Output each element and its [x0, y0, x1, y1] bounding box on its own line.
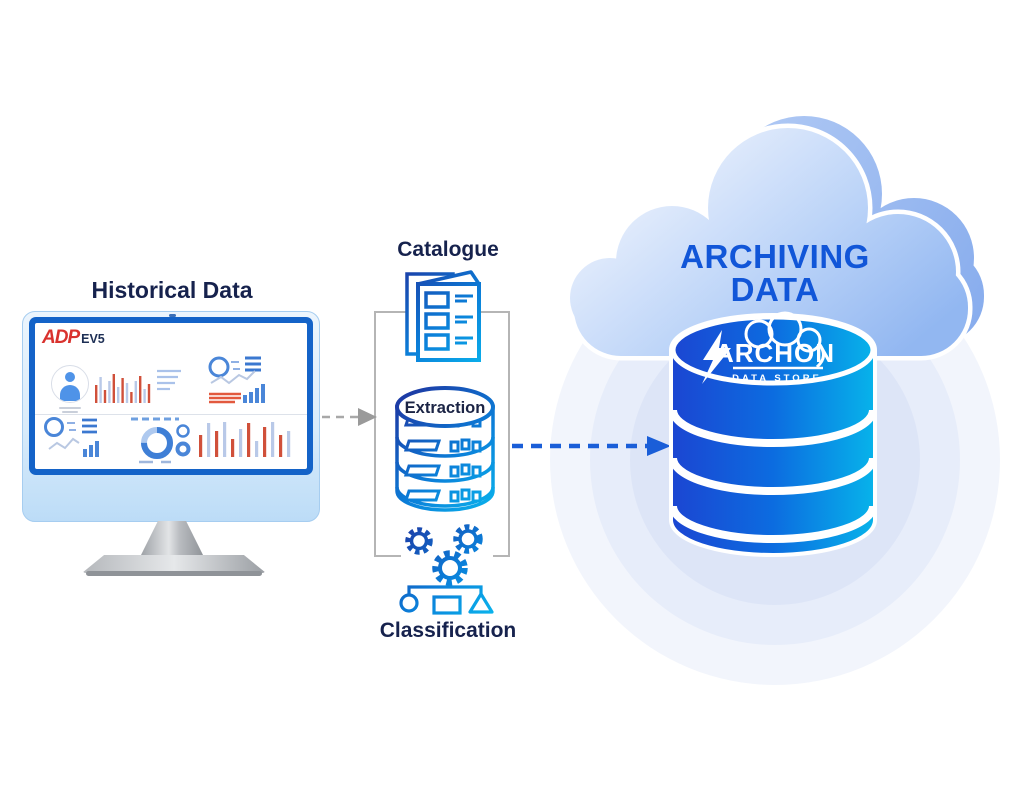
ev5-label: EV5 [81, 332, 105, 346]
flowchart-rect-node [432, 595, 462, 615]
archon-database-cylinder: ARCHON DATA STORE [669, 311, 877, 557]
extraction-label: Extraction [405, 399, 486, 417]
archon-tagline: DATA STORE [732, 373, 822, 384]
monitor-stand-lip [86, 571, 262, 576]
user-avatar-icon [51, 365, 89, 403]
archon-cloud-outline-icon [744, 311, 825, 369]
avatar-caption-line [59, 407, 81, 409]
classification-label: Classification [379, 619, 517, 642]
dashboard-donut-widget [131, 417, 191, 464]
extraction-database-icon: Extraction [395, 386, 495, 512]
catalogue-label: Catalogue [397, 238, 499, 261]
gears-classification-icon [399, 519, 494, 615]
adp-logo: ADP [42, 327, 80, 348]
gear-icon [405, 527, 433, 555]
dashboard-kpi-widget-2 [44, 417, 99, 457]
gear-icon [432, 550, 468, 586]
archiving-title-line2: DATA [730, 271, 820, 308]
cloud-front-layer [570, 128, 968, 356]
catalogue-icon [405, 270, 481, 362]
dashboard-text-lines [157, 369, 181, 391]
dashboard-kpi-widget-1 [208, 356, 265, 404]
flow-arrow-pipeline-to-archive [512, 436, 671, 456]
monitor-stand-neck [140, 521, 204, 557]
webcam-icon [169, 314, 176, 317]
dashboard-divider [35, 414, 307, 415]
archon-logo: ARCHON DATA STORE [702, 311, 835, 384]
archon-name: ARCHON [715, 338, 835, 368]
gear-icon [453, 524, 483, 554]
archiving-title-line1: ARCHIVING [680, 238, 870, 275]
flowchart-triangle-node [468, 592, 494, 614]
dashboard-bar-chart-1 [95, 374, 151, 403]
cloud-shape [565, 116, 984, 361]
historical-data-title: Historical Data [91, 277, 253, 303]
flow-arrow-monitor-to-pipeline [322, 408, 377, 426]
flowchart-connectors [407, 583, 483, 595]
archiving-title: ARCHIVING DATA [610, 240, 940, 306]
dashboard-bar-chart-2 [199, 422, 291, 457]
lightning-bolt-icon [702, 330, 731, 384]
flowchart-circle-node [399, 593, 419, 613]
monitor-stand-base [82, 555, 266, 573]
avatar-caption-line [62, 411, 78, 413]
